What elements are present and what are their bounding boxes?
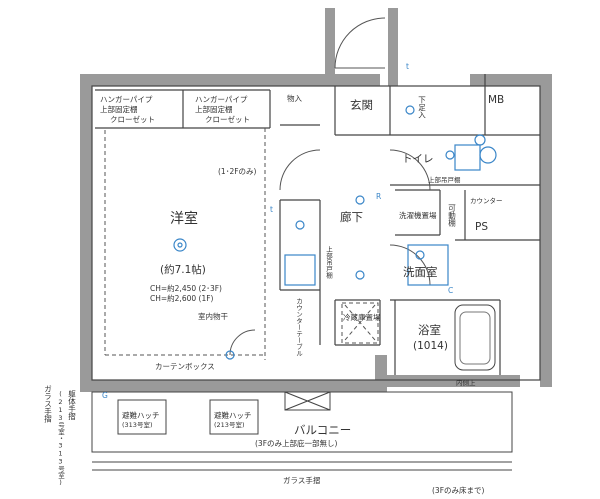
washer-space-label: 洗濯機置場	[399, 211, 437, 220]
left-rail-label: 躯体手摺	[67, 390, 77, 420]
counter-label: カウンター	[470, 197, 503, 205]
floors-1-2-note: (1･2Fのみ)	[218, 167, 257, 176]
third-floor-note: (3Fのみ床まで)	[432, 486, 485, 495]
fixtures	[173, 105, 497, 360]
movable-shelf-label: 可動棚	[447, 204, 457, 227]
washroom-label: 洗面室	[403, 265, 438, 279]
tv-symbol: t	[406, 62, 409, 71]
western-room-area: (約7.1帖)	[160, 264, 206, 276]
closet-1-line1: ハンガーパイプ	[100, 95, 153, 104]
gas-symbol: G	[102, 391, 108, 400]
bath-size: (1014)	[413, 340, 448, 352]
mb-label: MB	[488, 94, 505, 106]
bath-name: 浴室	[418, 323, 441, 337]
fridge-space-label: 冷蔵庫置場	[343, 313, 381, 322]
dashed-lines	[104, 128, 379, 360]
toilet-label: トイレ	[402, 153, 434, 165]
balcony	[91, 391, 513, 471]
storage-label: 物入	[287, 94, 302, 103]
western-room-name: 洋室	[170, 211, 198, 227]
hatch-2-units: (213号室)	[214, 421, 245, 429]
western-room-ch2: CH=約2,600 (1F)	[150, 294, 214, 303]
walls	[80, 8, 552, 392]
balcony-label: バルコニー	[294, 423, 352, 437]
closet-2-line2: 上部固定棚	[195, 105, 233, 114]
balcony-note: (3Fのみ上部庇一部無し)	[255, 439, 338, 448]
western-room-ch1: CH=約2,450 (2･3F)	[150, 284, 222, 293]
entrance-label: 玄関	[350, 98, 373, 112]
closet-2-line3: クローゼット	[205, 115, 250, 124]
tv-symbol-2: t	[270, 205, 273, 214]
shoe-box-label: 下足入	[417, 96, 427, 119]
closet-1-line3: クローゼット	[110, 115, 155, 124]
interior-walls	[91, 74, 541, 381]
hatch-2-label: 避難ハッチ	[214, 411, 252, 420]
closet-1-line2: 上部固定棚	[100, 105, 138, 114]
ps-label: PS	[475, 221, 488, 233]
bathtub	[454, 304, 496, 371]
inner-hold-label: 内側上	[456, 379, 476, 387]
kitchen-counter-table-label: カウンターテーブル	[294, 298, 303, 357]
hallway-label: 廊下	[340, 210, 363, 224]
indoor-drying-label: 室内物干	[198, 312, 228, 321]
c-symbol: C	[448, 286, 454, 295]
toilet-cabinet-label: 上部吊戸棚	[428, 176, 461, 184]
glass-rail-bottom: ガラス手摺	[283, 476, 321, 485]
r-symbol: R	[376, 192, 382, 201]
curtain-box-label: カーテンボックス	[155, 362, 215, 371]
closet-2-line1: ハンガーパイプ	[195, 95, 248, 104]
hatch-1-units: (313号室)	[122, 421, 153, 429]
hatch-1-label: 避難ハッチ	[122, 411, 160, 420]
left-glass-label: ガラス手摺	[43, 385, 53, 423]
left-rail-units: (213号室・313号室)	[56, 390, 65, 487]
kitchen-cabinet-label: 上部吊戸棚	[324, 246, 333, 279]
